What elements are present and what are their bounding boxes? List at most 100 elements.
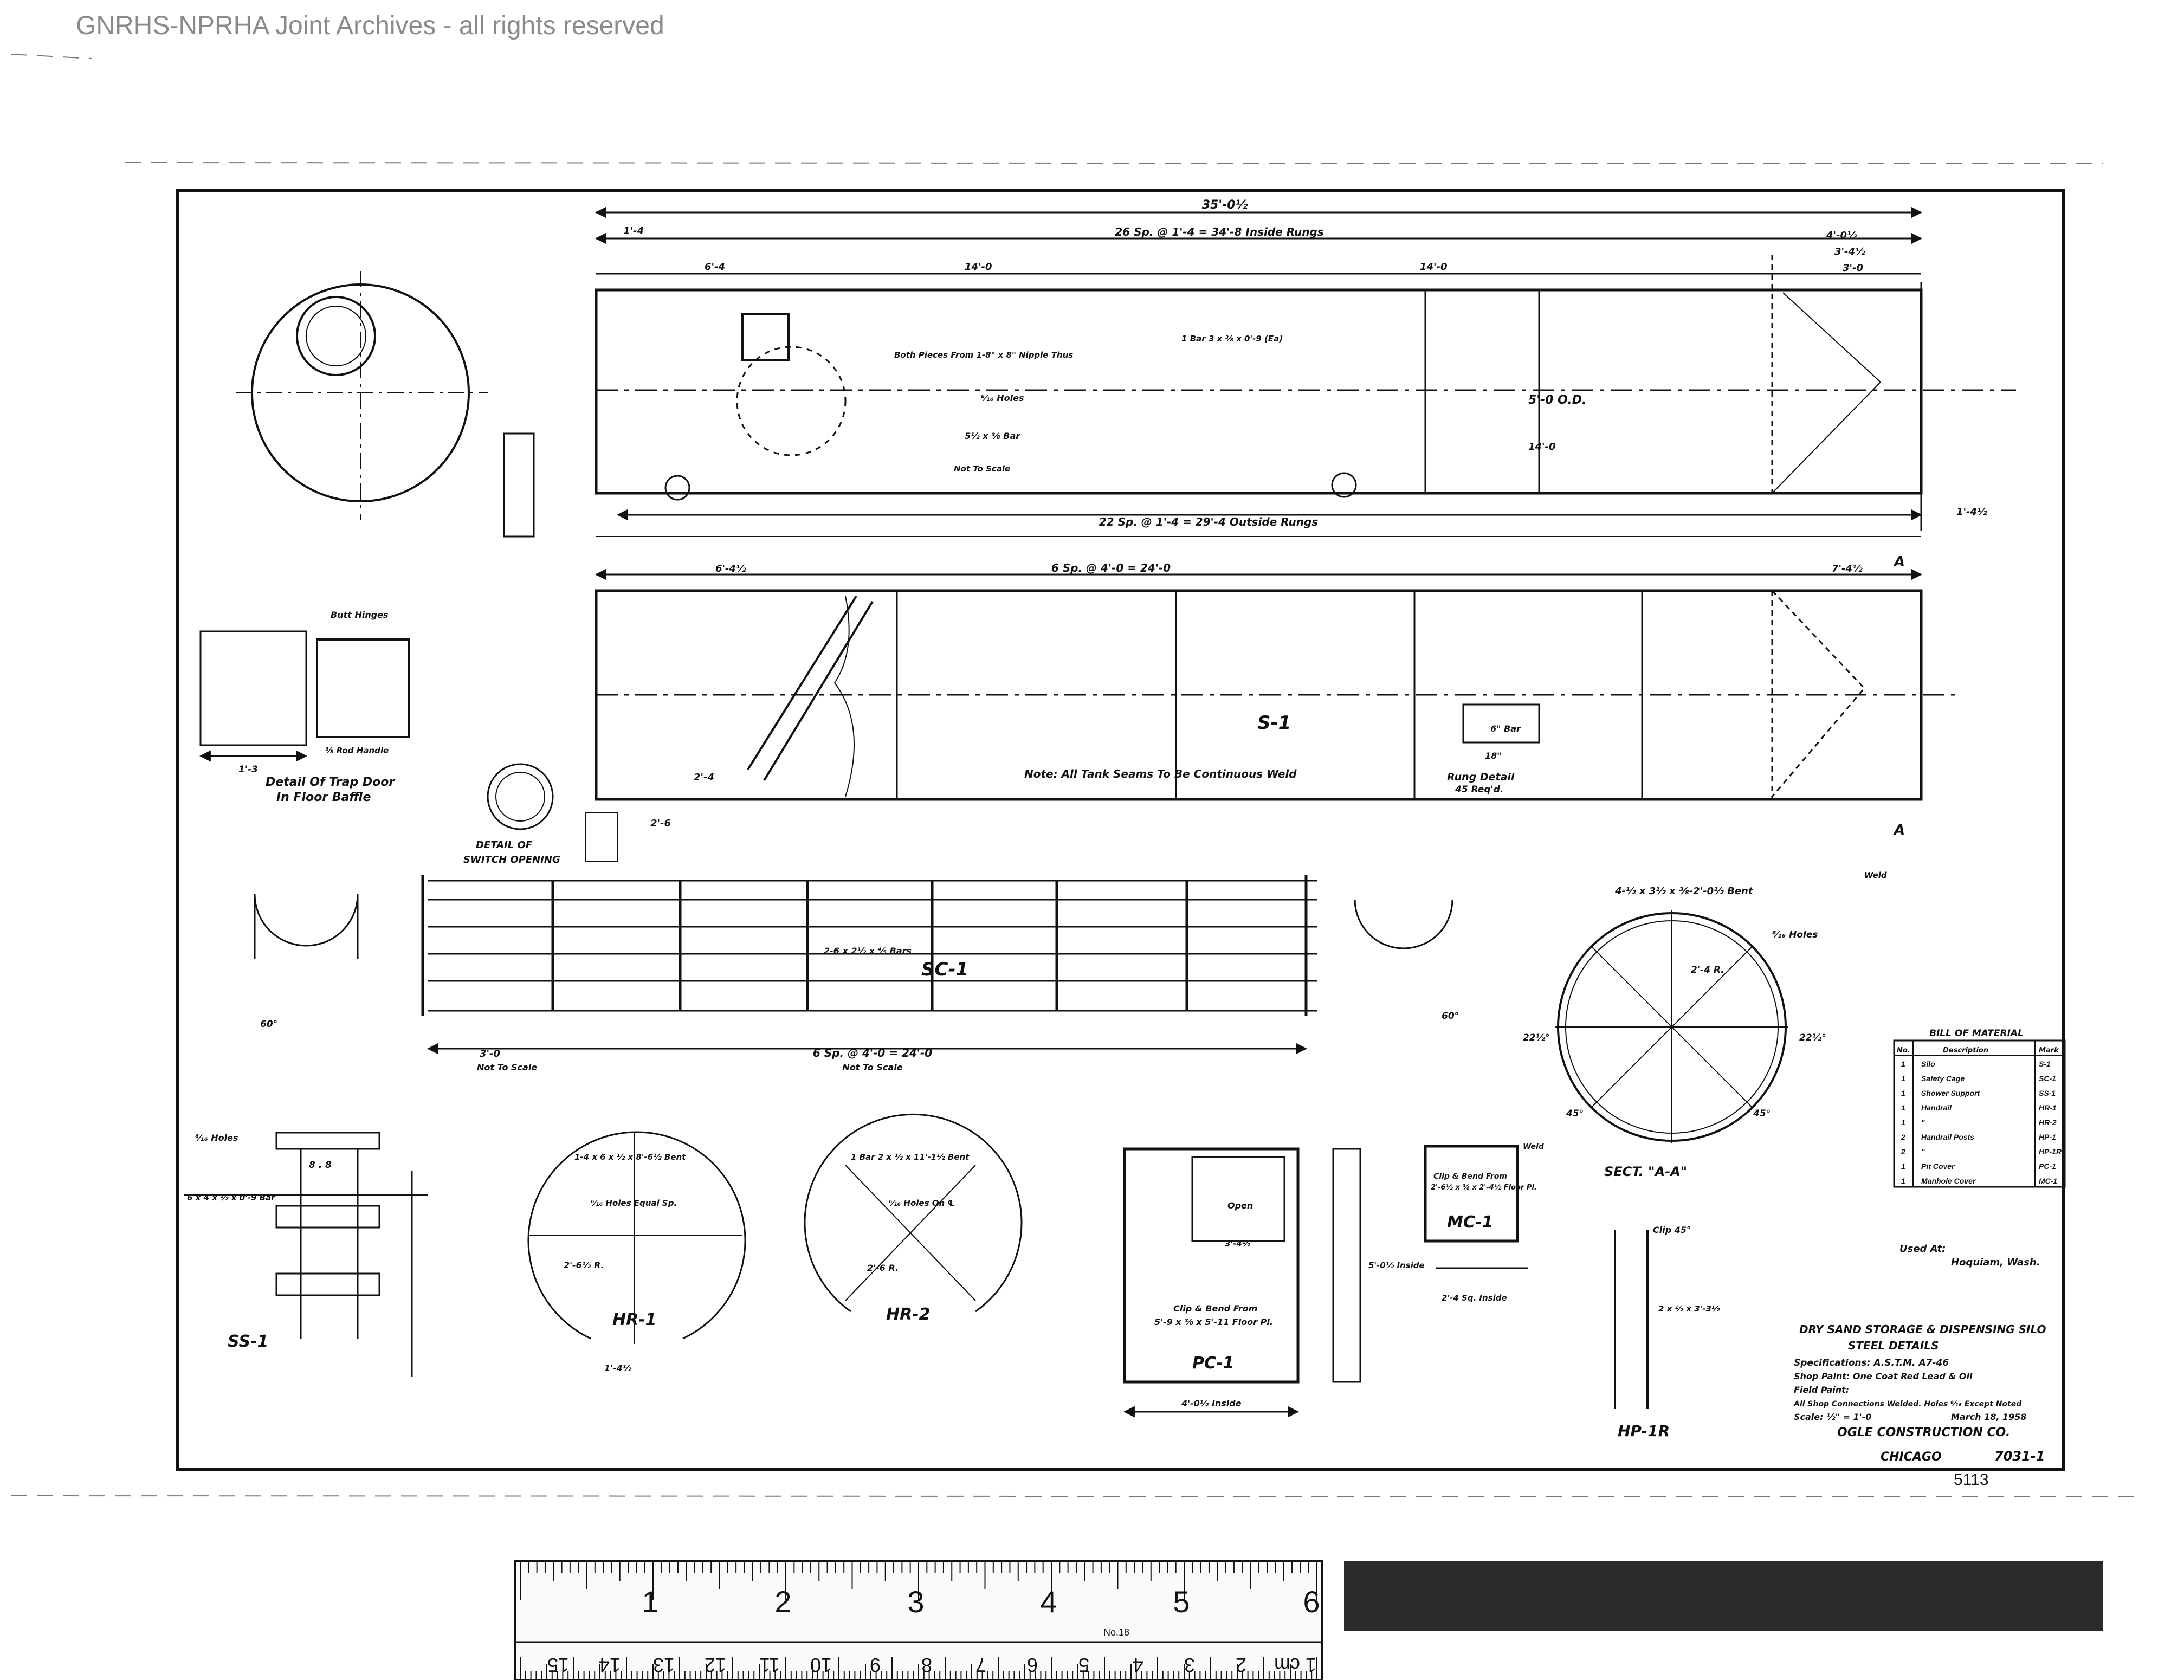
dim-bottom-mid: 14'-0 (1528, 441, 1556, 453)
bom-header-no: No. (1897, 1046, 1910, 1055)
pc1-width-dim: 4'-0½ Inside (1181, 1398, 1242, 1408)
scan-artifacts (10, 54, 2141, 1497)
plan-dim-right: 7'-4½ (1832, 563, 1863, 574)
svg-text:SS-1: SS-1 (2039, 1089, 2056, 1097)
ruler-cm-labels: 1 cm 2 3 4 5 6 7 8 9 10 11 12 13 14 15 (547, 1654, 1316, 1676)
hr2-holes: ⁶⁄₁₆ Holes On ℄ (889, 1198, 955, 1208)
measurement-ruler: 1 2 3 4 5 6 No.18 1 cm 2 3 4 5 6 7 8 9 1… (514, 1560, 1323, 1680)
trap-door-title-2: In Floor Baffle (276, 791, 371, 804)
holes-note: ⁶⁄₁₆ Holes (981, 393, 1024, 403)
section-aa-radius: 2'-4 R. (1691, 965, 1724, 975)
bom-row: 2"HP-1R (1901, 1147, 2062, 1156)
safety-cage-mark: SC-1 (921, 959, 968, 980)
pc1-inner-dim: 3'-4½ (1225, 1239, 1251, 1249)
dim-right-3: 3'-0 (1843, 262, 1863, 274)
hp1r-note: 2 x ½ x 3'-3½ (1658, 1304, 1720, 1314)
overall-length-dim: 35'-0½ (1202, 198, 1248, 212)
svg-text:2: 2 (1236, 1654, 1246, 1676)
ss1-note: 6 x 4 x ½ x 0'-9 Bar (187, 1193, 276, 1203)
section-aa-angle-3: 45° (1753, 1108, 1771, 1119)
svg-text:SC-1: SC-1 (2039, 1074, 2056, 1083)
rod-handle-note: ⅜ Rod Handle (325, 746, 389, 755)
section-aa-title: SECT. "A-A" (1604, 1164, 1687, 1179)
hr1-holes: ⁶⁄₁₆ Holes Equal Sp. (591, 1198, 677, 1208)
hr1-mark: HR-1 (612, 1310, 657, 1329)
title-company: OGLE CONSTRUCTION CO. (1837, 1426, 2010, 1439)
svg-text:HP-1: HP-1 (2039, 1133, 2056, 1141)
section-aa-angle-2: 45° (1566, 1108, 1584, 1119)
svg-text:4: 4 (1133, 1654, 1143, 1676)
ruler-inch-4: 4 (1040, 1585, 1057, 1619)
hr1-note: 1-4 x 6 x ½ x 8'-6½ Bent (574, 1152, 686, 1162)
bar2-note: 5½ x ⅜ Bar (965, 431, 1020, 441)
section-aa-angle-1: 22½° (1523, 1032, 1550, 1043)
pc1-plate-note: 5'-9 x ⅜ x 5'-11 Floor Pl. (1154, 1317, 1273, 1327)
hp1r-mark: HP-1R (1618, 1422, 1670, 1440)
ruler-inch-1: 1 (642, 1585, 658, 1619)
svg-text:2: 2 (1901, 1147, 1905, 1156)
mc1-weld: Weld (1523, 1142, 1545, 1151)
svg-text:Handrail: Handrail (1921, 1103, 1952, 1112)
drawing-border (176, 189, 2065, 1471)
title-archive-no: 5113 (1954, 1471, 1989, 1489)
bom-title: BILL OF MATERIAL (1929, 1028, 2024, 1039)
safety-cage-angle-2: 60° (1442, 1011, 1459, 1022)
svg-text:1: 1 (1901, 1103, 1905, 1112)
svg-text:": " (1921, 1118, 1925, 1127)
svg-text:1: 1 (1901, 1177, 1905, 1185)
pc1-cut-note: Clip & Bend From (1173, 1303, 1257, 1314)
title-connections: All Shop Connections Welded. Holes ⁶⁄₁₆ … (1793, 1400, 2022, 1408)
svg-text:MC-1: MC-1 (2039, 1177, 2057, 1185)
svg-text:15: 15 (547, 1654, 569, 1676)
svg-text:HP-1R: HP-1R (2039, 1147, 2062, 1156)
title-scale: Scale: ½" = 1'-0 (1794, 1412, 1871, 1422)
bottom-spacing-dim: 22 Sp. @ 1'-4 = 29'-4 Outside Rungs (1099, 515, 1319, 528)
title-city: CHICAGO (1881, 1450, 1942, 1464)
title-date: March 18, 1958 (1951, 1412, 2027, 1422)
pc1-mark: PC-1 (1192, 1354, 1234, 1373)
plan-dim-left: 6'-4½ (715, 563, 746, 574)
elbow-note: Both Pieces From 1-8" x 8" Nipple Thus (894, 350, 1073, 360)
mc1-mark: MC-1 (1447, 1213, 1493, 1232)
section-aa-note: 4-½ x 3½ x ⅜-2'-0½ Bent (1614, 886, 1754, 897)
hr2-note: 1 Bar 2 x ½ x 11'-1½ Bent (851, 1152, 970, 1162)
safety-cage-nts: Not To Scale (477, 1062, 537, 1072)
title-line-2: STEEL DETAILS (1848, 1339, 1939, 1352)
dim-bottom-right: 1'-4½ (1956, 506, 1987, 518)
scan-calibration-bar (1344, 1561, 2103, 1631)
title-spec: Specifications: A.S.T.M. A7-46 (1794, 1358, 1949, 1368)
dim-left-1: 1'-4 (623, 225, 644, 237)
rung-detail-title: Rung Detail (1447, 771, 1515, 783)
rung-length: 18" (1485, 751, 1502, 761)
svg-text:11: 11 (759, 1654, 779, 1676)
svg-text:Manhole Cover: Manhole Cover (1921, 1177, 1976, 1185)
safety-cage-angle-1: 60° (260, 1019, 277, 1030)
dim-right-1: 4'-0½ (1826, 230, 1857, 241)
svg-text:10: 10 (810, 1654, 832, 1676)
dim-mid-2: 14'-0 (1420, 261, 1448, 273)
svg-text:1: 1 (1901, 1074, 1905, 1083)
rung-width: 6" Bar (1490, 723, 1521, 734)
silo-end-view (236, 271, 535, 538)
height-dim: 5'-0 O.D. (1528, 393, 1586, 407)
mc1-plate-note: 2'-6½ x ⅜ x 2'-4½ Floor Pl. (1431, 1184, 1537, 1192)
hr1-radius: 2'-6½ R. (564, 1260, 604, 1270)
section-mark-top: A (1893, 554, 1905, 570)
weld-note: Weld (1864, 870, 1887, 880)
safety-cage (254, 875, 1453, 1055)
plan-dim-bottom-1: 2'-6 (650, 818, 671, 829)
bom-header-desc: Description (1943, 1046, 1988, 1055)
safety-cage-bar-note: 2-6 x 2½ x ⅘ Bars (824, 946, 912, 956)
svg-text:1: 1 (1901, 1162, 1905, 1171)
dim-mid-1: 14'-0 (965, 261, 992, 273)
trap-door-title-1: Detail Of Trap Door (266, 776, 395, 789)
bom-row: 1"HR-2 (1901, 1118, 2057, 1127)
dim-right-2: 3'-4½ (1834, 246, 1865, 257)
svg-text:8: 8 (921, 1654, 932, 1676)
safety-cage-spacing: 6 Sp. @ 4'-0 = 24'-0 (813, 1046, 932, 1059)
